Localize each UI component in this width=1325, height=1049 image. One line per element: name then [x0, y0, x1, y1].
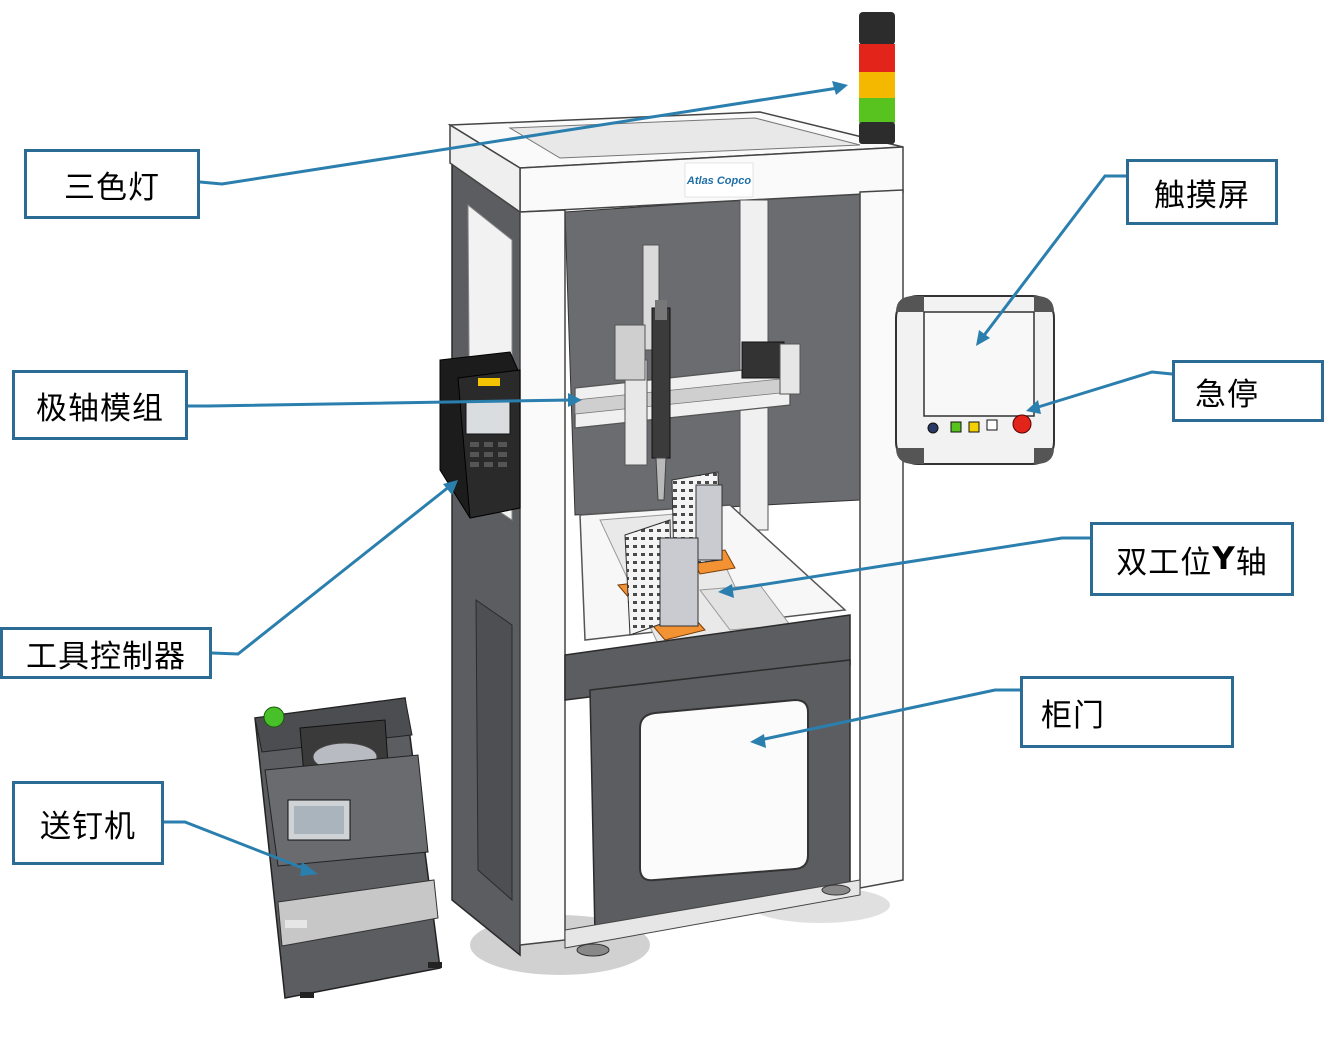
label-cabinet-door-text: 柜门	[1041, 697, 1105, 734]
label-three-color-light-text: 三色灯	[64, 169, 160, 206]
label-dual-station-axis-letter: Y	[1212, 541, 1236, 577]
screw-feeder	[254, 697, 442, 999]
label-emergency-stop-text: 急停	[1195, 376, 1259, 413]
leader-axis-module	[186, 398, 574, 408]
signal-tower	[859, 12, 895, 144]
label-cabinet-door: 柜门	[1020, 676, 1234, 748]
label-three-color-light: 三色灯	[24, 149, 200, 219]
tool-controller	[439, 351, 521, 519]
label-touch-screen: 触摸屏	[1126, 159, 1278, 225]
leader-lines	[161, 81, 1174, 876]
label-emergency-stop: 急停	[1172, 360, 1324, 422]
label-dual-station-prefix: 双工位	[1116, 544, 1213, 581]
label-screw-feeder-text: 送钉机	[40, 808, 136, 845]
label-screw-feeder: 送钉机	[12, 781, 164, 865]
leader-touch-screen	[980, 174, 1128, 340]
label-tool-controller: 工具控制器	[0, 627, 212, 679]
leader-three-color-light	[198, 86, 840, 186]
label-tool-controller-text: 工具控制器	[26, 638, 186, 675]
axis-module	[574, 244, 801, 501]
label-axis-module: 极轴模组	[12, 370, 188, 440]
leader-emergency-stop	[1033, 370, 1174, 410]
svg-text:Atlas Copco: Atlas Copco	[686, 175, 751, 187]
brand-logo: Atlas Copco	[684, 162, 754, 198]
leader-dual-station-y-axis	[726, 536, 1092, 592]
hmi-panel	[895, 295, 1055, 465]
dual-station-fixtures	[617, 471, 736, 641]
leader-tool-controller	[210, 484, 452, 656]
leader-cabinet-door	[758, 688, 1022, 742]
leader-screw-feeder	[161, 820, 310, 872]
label-touch-screen-text: 触摸屏	[1154, 177, 1250, 214]
label-axis-module-text: 极轴模组	[36, 390, 164, 427]
label-dual-station-suffix: 轴	[1235, 544, 1268, 581]
